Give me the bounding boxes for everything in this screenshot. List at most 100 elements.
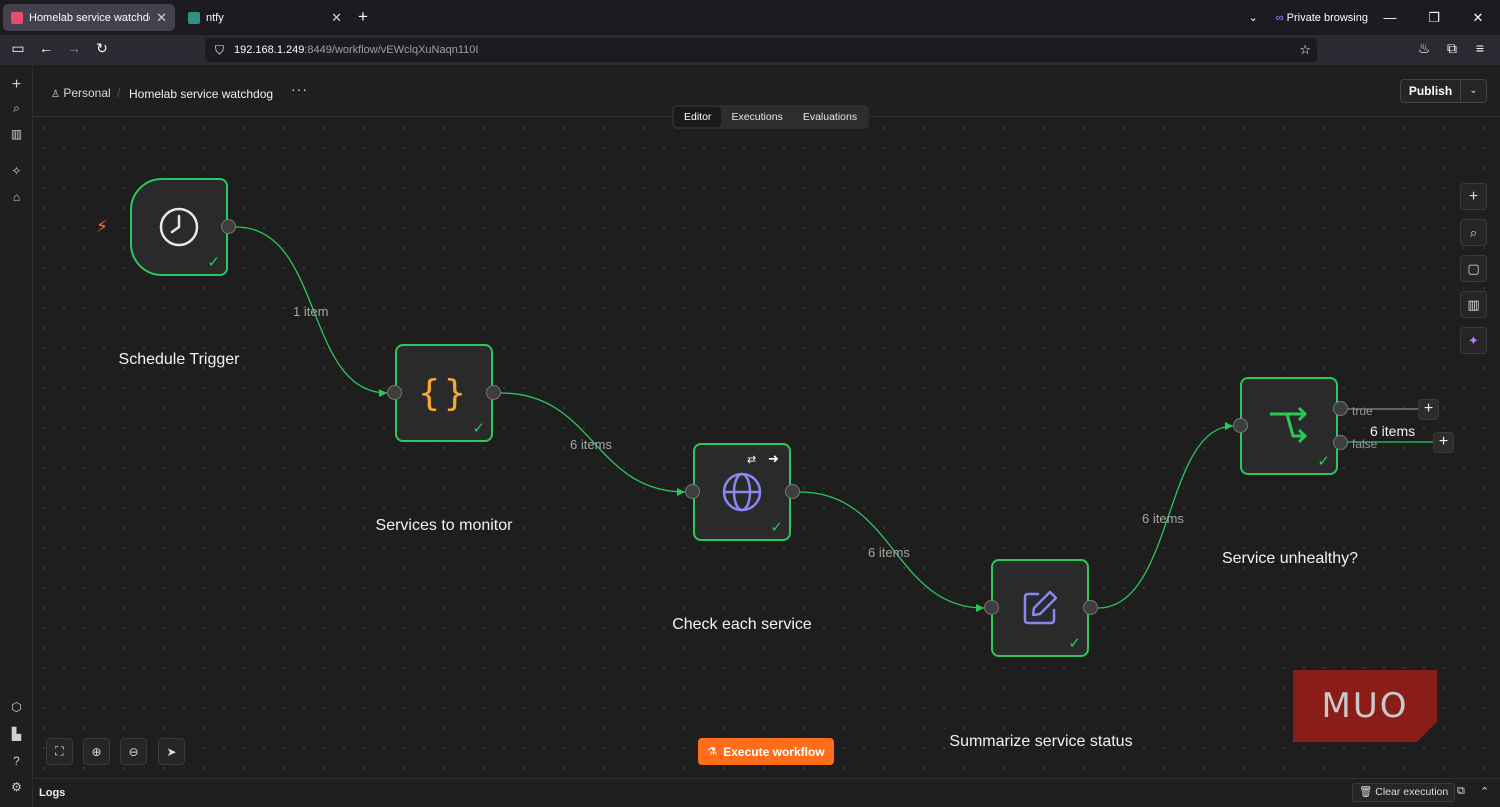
more-options-icon[interactable]: ··· (291, 81, 308, 97)
node-check-each-service[interactable]: ⇄ ➜ ✓ (693, 443, 791, 541)
tab-list-chevron-icon[interactable]: ⌄ (1248, 12, 1258, 24)
zoom-out-icon[interactable]: ⊖ (120, 738, 147, 765)
sparkles-icon[interactable]: ✧ (11, 163, 22, 178)
private-label: Private browsing (1286, 11, 1368, 24)
connection-schedule-services (235, 226, 388, 394)
address-bar[interactable]: ⛉ 192.168.1.249:8449/workflow/vEWclqXuNa… (205, 38, 1317, 62)
if-branch-icon (1242, 379, 1336, 473)
output-port-false[interactable] (1333, 435, 1348, 450)
node-schedule-trigger[interactable]: ✓ (130, 178, 228, 276)
node-service-unhealthy[interactable]: ✓ (1240, 377, 1338, 475)
output-port[interactable] (486, 385, 501, 400)
input-port[interactable] (685, 484, 700, 499)
branch-label-true: true (1352, 404, 1373, 418)
add-node-true-button[interactable]: + (1418, 399, 1439, 420)
chevron-up-icon[interactable]: ⌃ (1480, 786, 1490, 798)
browser-tab-active[interactable]: Homelab service watchdog ✕ (3, 4, 175, 31)
connection-summarize-unhealthy (1097, 425, 1234, 609)
execute-label: Execute workflow (723, 744, 825, 759)
output-port-true[interactable] (1333, 401, 1348, 416)
bookmark-star-icon[interactable]: ☆ (1299, 42, 1311, 57)
firefox-view-icon[interactable]: ♨ (1417, 40, 1431, 56)
edge-label: 1 item (293, 304, 329, 319)
close-icon[interactable]: ✕ (156, 9, 167, 25)
lightning-icon: ⚡ (96, 217, 108, 236)
browser-tab-ntfy[interactable]: ntfy ✕ (180, 4, 350, 31)
forward-arrow-icon[interactable]: → (67, 40, 81, 56)
output-port[interactable] (221, 219, 236, 234)
clear-execution-button[interactable]: 🗑 Clear execution (1352, 783, 1456, 802)
home-icon[interactable]: ⌂ (12, 189, 21, 204)
workflow-canvas[interactable]: ⚡ ✓ Schedule Trigger {} ✓ Services to mo… (34, 118, 1500, 778)
url-host: 192.168.1.249 (234, 44, 305, 56)
settings-gear-icon[interactable]: ⚙ (11, 779, 22, 794)
add-node-button[interactable]: + (1460, 183, 1487, 210)
chevron-down-icon[interactable]: ⌄ (1469, 85, 1478, 96)
execute-workflow-button[interactable]: ⚗ Execute workflow (698, 738, 834, 765)
node-services-to-monitor[interactable]: {} ✓ (395, 344, 493, 442)
breadcrumb-separator: / (117, 85, 121, 100)
globe-icon (695, 445, 789, 539)
search-icon[interactable]: ⌕ (1460, 219, 1487, 246)
browser-navbar: ▭ ← → ↻ ⛉ 192.168.1.249:8449/workflow/vE… (0, 35, 1500, 65)
pointer-icon[interactable]: ➤ (158, 738, 185, 765)
input-port[interactable] (984, 600, 999, 615)
clock-icon (132, 180, 226, 274)
search-icon[interactable]: ⌕ (13, 101, 20, 115)
publish-label: Publish (1401, 80, 1461, 102)
add-node-false-button[interactable]: + (1433, 432, 1454, 453)
tab-title: ntfy (206, 11, 224, 24)
panel-icon[interactable]: ▥ (1460, 291, 1487, 318)
project-name: Personal (63, 86, 111, 100)
ai-sparkles-icon[interactable]: ✦ (1460, 327, 1487, 354)
publish-button[interactable]: Publish ⌄ (1400, 79, 1487, 103)
zoom-in-icon[interactable]: ⊕ (83, 738, 110, 765)
extensions-icon[interactable]: ⧉ (1447, 40, 1457, 56)
back-arrow-icon[interactable]: ← (39, 40, 53, 56)
output-port[interactable] (785, 484, 800, 499)
workflow-name[interactable]: Homelab service watchdog (129, 87, 274, 101)
menu-icon[interactable]: ≡ (1475, 40, 1485, 56)
n8n-app: + ⌕ ▥ ✧ ⌂ ⬡ ▙ ? ⚙ ♙ Personal / Homelab s… (0, 65, 1500, 807)
breadcrumb-project[interactable]: ♙ Personal (51, 86, 111, 100)
panel-icon[interactable]: ▥ (10, 126, 23, 141)
output-port[interactable] (1083, 600, 1098, 615)
sidebar-toggle-icon[interactable]: ▭ (11, 40, 25, 56)
close-window-button[interactable]: ✕ (1472, 9, 1484, 25)
node-summarize-service-status[interactable]: ✓ (991, 559, 1089, 657)
connection-check-summarize (799, 491, 985, 609)
input-port[interactable] (387, 385, 402, 400)
success-check-icon: ✓ (1068, 635, 1081, 652)
arrow-right-icon: ➜ (768, 451, 779, 466)
ntfy-icon (188, 11, 200, 24)
tab-executions[interactable]: Executions (731, 111, 783, 123)
curly-braces-icon: {} (418, 372, 470, 414)
tab-title: Homelab service watchdog (29, 11, 151, 24)
left-sidebar: + ⌕ ▥ ✧ ⌂ ⬡ ▙ ? ⚙ (0, 65, 33, 807)
popout-icon[interactable]: ⧉ (1457, 785, 1465, 797)
help-icon[interactable]: ? (13, 753, 20, 768)
input-port[interactable] (1233, 418, 1248, 433)
minimize-button[interactable]: — (1383, 10, 1397, 25)
templates-icon[interactable]: ⬡ (11, 699, 22, 714)
clear-label: Clear execution (1375, 786, 1449, 798)
branch-label-false: false (1352, 437, 1378, 451)
restore-button[interactable]: ❐ (1428, 9, 1440, 25)
success-check-icon: ✓ (1317, 453, 1330, 470)
success-check-icon: ✓ (770, 519, 783, 536)
sticky-note-icon[interactable]: ▢ (1460, 255, 1487, 282)
insights-chart-icon[interactable]: ▙ (11, 726, 22, 741)
fit-view-icon[interactable]: ⛶ (46, 738, 73, 765)
tab-editor[interactable]: Editor (674, 107, 722, 127)
logs-bar[interactable]: Logs 🗑 Clear execution ⧉ ⌃ (34, 778, 1500, 807)
new-tab-button[interactable]: + (358, 7, 368, 26)
edit-icon (993, 561, 1087, 655)
logs-label: Logs (39, 787, 66, 799)
connection-services-check (500, 392, 686, 493)
add-icon[interactable]: + (11, 75, 22, 93)
close-icon[interactable]: ✕ (331, 9, 342, 25)
edge-label: 6 items (868, 545, 910, 560)
tab-evaluations[interactable]: Evaluations (802, 111, 858, 123)
reload-icon[interactable]: ↻ (96, 40, 108, 56)
success-check-icon: ✓ (207, 254, 220, 271)
